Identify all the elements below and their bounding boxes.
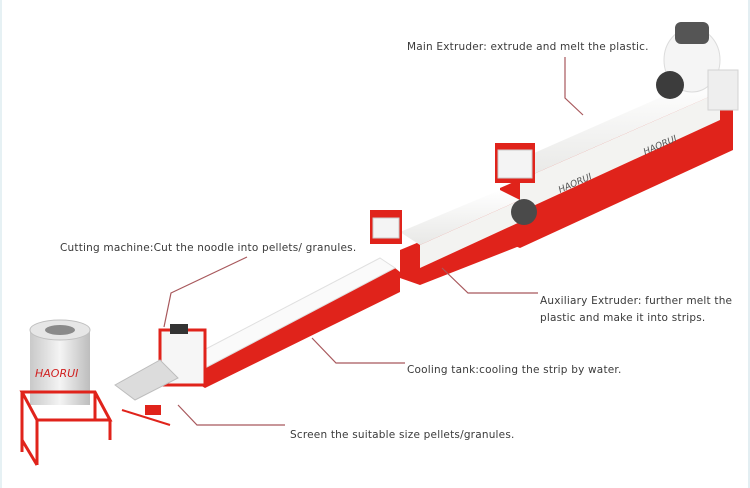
svg-text:HAORUI: HAORUI	[35, 367, 78, 380]
callout-main-extruder: Main Extruder: extrude and melt the plas…	[407, 41, 649, 53]
callout-cooling-tank: Cooling tank:cooling the strip by water.	[407, 364, 622, 376]
callout-screen: Screen the suitable size pellets/granule…	[290, 429, 515, 441]
callout-cutting-machine: Cutting machine:Cut the noodle into pell…	[60, 242, 357, 254]
vibrating-screen	[114, 359, 179, 426]
main-extruder: HAORUI HAORUI	[495, 22, 739, 248]
auxiliary-extruder	[370, 190, 540, 285]
callout-auxiliary-extruder-line2: plastic and make it into strips.	[540, 312, 706, 324]
cooling-tank	[199, 257, 400, 388]
callout-auxiliary-extruder-line1: Auxiliary Extruder: further melt the	[540, 295, 733, 307]
storage-silo: HAORUI	[19, 319, 113, 466]
leader-lines	[163, 57, 584, 426]
